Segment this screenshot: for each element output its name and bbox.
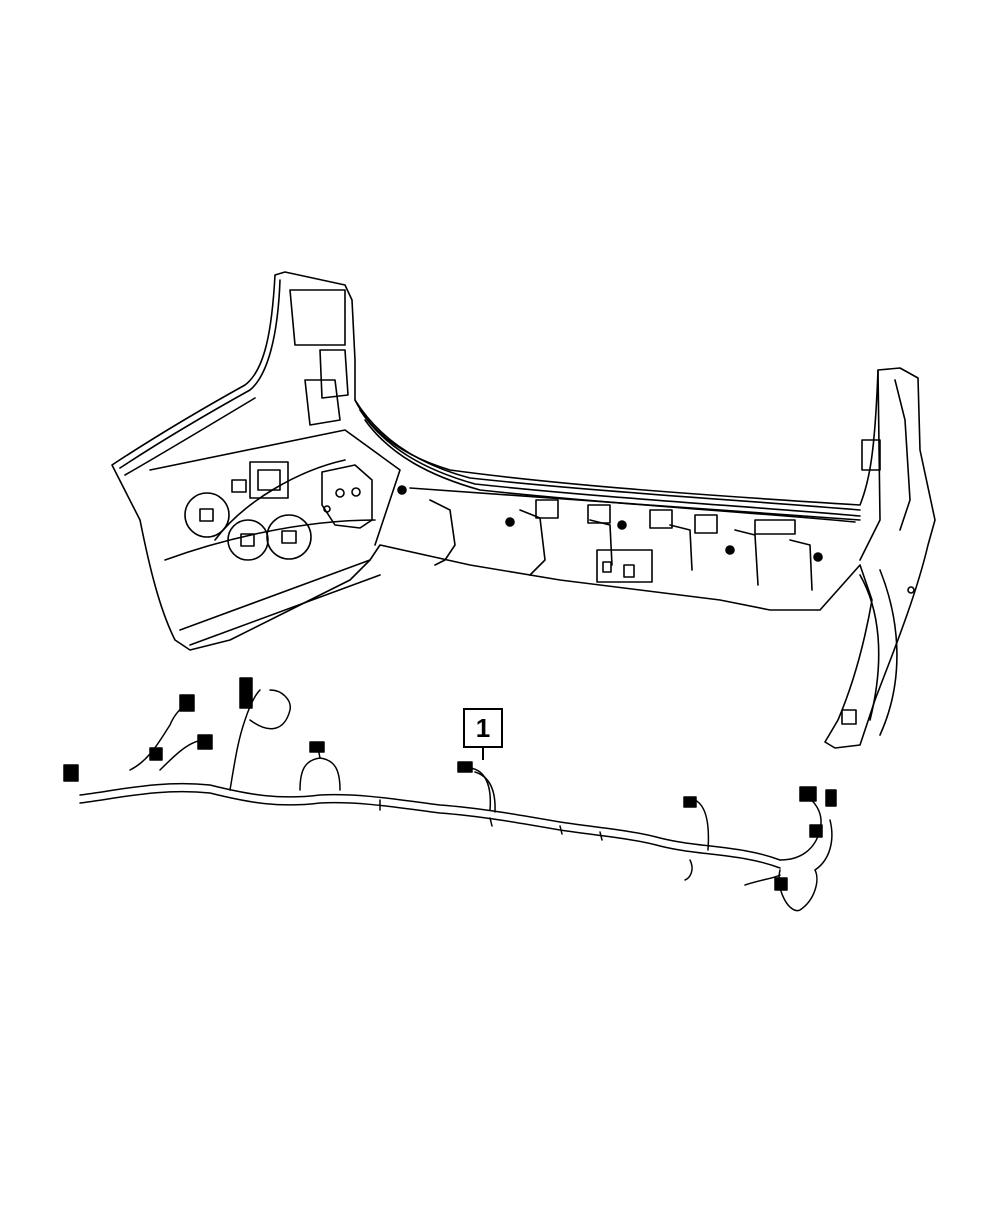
wiring-harness[interactable] xyxy=(63,677,837,912)
callout-1-label: 1 xyxy=(463,708,503,748)
callout-leader-line xyxy=(482,746,484,760)
rear-bumper-fascia xyxy=(111,271,936,749)
